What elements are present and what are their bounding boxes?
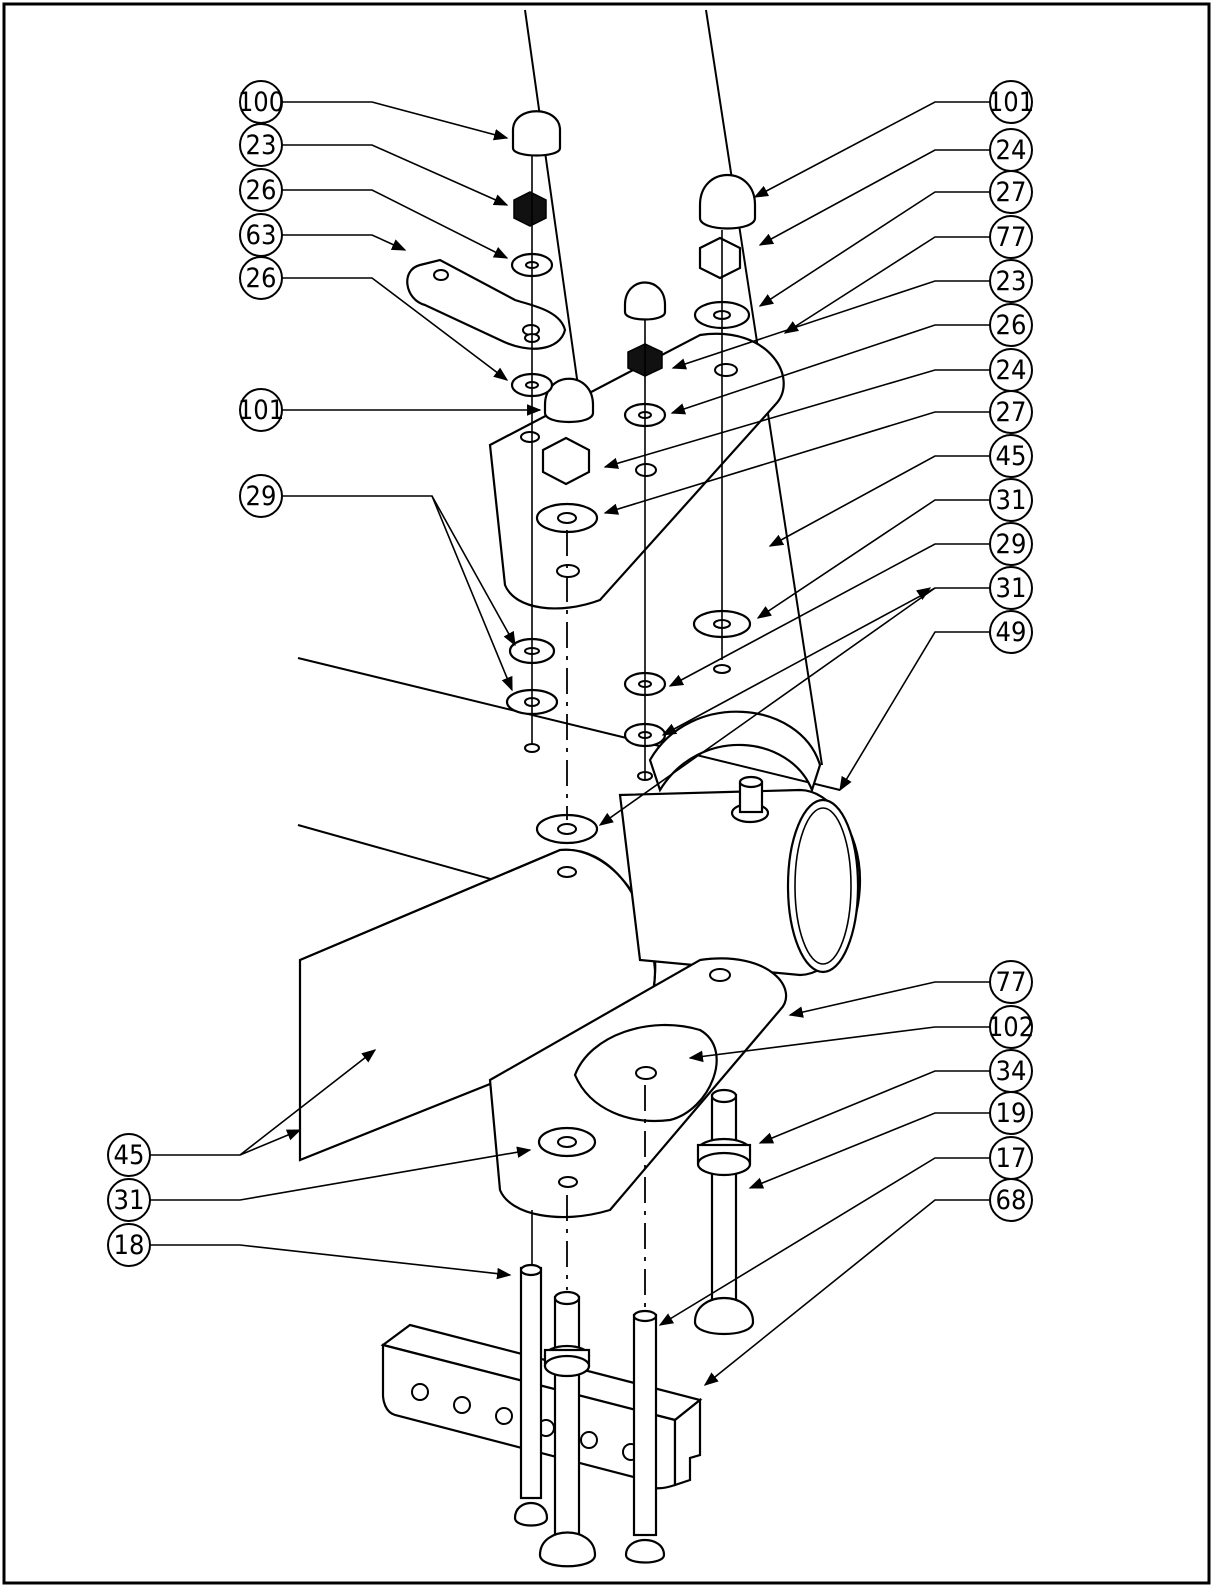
callout-label: 101 <box>988 87 1034 118</box>
callout-26: 26 <box>239 168 283 212</box>
callout-23: 23 <box>239 123 283 167</box>
callout-63: 63 <box>239 213 283 257</box>
callout-100: 100 <box>238 80 284 124</box>
callout-label: 26 <box>996 310 1027 341</box>
callout-label: 19 <box>996 1098 1027 1129</box>
callout-label: 29 <box>246 481 277 512</box>
leader-lines <box>150 101 990 1386</box>
callout-45: 45 <box>989 434 1033 478</box>
callout-label: 17 <box>996 1143 1027 1174</box>
callout-label: 23 <box>246 130 277 161</box>
callout-101: 101 <box>988 80 1034 124</box>
clamp-tube-49 <box>618 710 862 977</box>
callout-29: 29 <box>239 474 283 518</box>
callout-26: 26 <box>239 256 283 300</box>
acorn-nut-101-left <box>543 377 595 423</box>
bolt-19-with-spacer-34 <box>693 1088 755 1336</box>
center-lines <box>531 155 723 1310</box>
strap-63 <box>406 258 567 350</box>
callout-label: 31 <box>996 485 1027 516</box>
callout-26: 26 <box>989 303 1033 347</box>
callout-17: 17 <box>989 1136 1033 1180</box>
callout-label: 27 <box>996 397 1027 428</box>
callout-label: 63 <box>246 220 277 251</box>
bolt-17 <box>624 1309 666 1564</box>
callout-label: 49 <box>996 617 1027 648</box>
callout-45: 45 <box>107 1133 151 1177</box>
callout-24: 24 <box>989 128 1033 172</box>
callout-49: 49 <box>989 610 1033 654</box>
acorn-nut-small <box>623 281 667 321</box>
callout-label: 26 <box>246 175 277 206</box>
callout-label: 23 <box>996 266 1027 297</box>
callout-68: 68 <box>989 1178 1033 1222</box>
bolt-18 <box>513 1263 549 1527</box>
callout-19: 19 <box>989 1091 1033 1135</box>
hex-nut-24-left <box>541 436 591 486</box>
upper-bracket-plate <box>488 332 785 610</box>
callout-label: 26 <box>246 263 277 294</box>
callout-27: 27 <box>989 390 1033 434</box>
callout-label: 27 <box>996 177 1027 208</box>
acorn-nut-100 <box>511 110 562 157</box>
callout-31: 31 <box>989 566 1033 610</box>
mounting-holes <box>524 333 731 878</box>
callout-77: 77 <box>989 215 1033 259</box>
callout-label: 29 <box>996 529 1027 560</box>
callout-label: 18 <box>114 1230 145 1261</box>
callout-29: 29 <box>989 522 1033 566</box>
callout-label: 31 <box>996 573 1027 604</box>
callout-label: 77 <box>996 222 1027 253</box>
callout-label: 45 <box>996 441 1027 472</box>
callout-label: 101 <box>238 395 284 426</box>
callout-label: 100 <box>238 87 284 118</box>
hex-nut-24-right <box>698 236 742 280</box>
callout-31: 31 <box>107 1178 151 1222</box>
callout-23: 23 <box>989 259 1033 303</box>
callout-label: 102 <box>988 1012 1034 1043</box>
callout-24: 24 <box>989 348 1033 392</box>
callout-label: 45 <box>114 1140 145 1171</box>
callout-label: 24 <box>996 355 1027 386</box>
callout-label: 24 <box>996 135 1027 166</box>
acorn-nut-101-right <box>698 173 757 230</box>
callout-77: 77 <box>989 960 1033 1004</box>
callout-27: 27 <box>989 170 1033 214</box>
callout-label: 68 <box>996 1185 1027 1216</box>
callout-102: 102 <box>988 1005 1034 1049</box>
callout-101: 101 <box>238 388 284 432</box>
callout-34: 34 <box>989 1049 1033 1093</box>
callout-label: 77 <box>996 967 1027 998</box>
bolt-center <box>538 1290 597 1568</box>
callout-label: 34 <box>996 1056 1027 1087</box>
callout-label: 31 <box>114 1185 145 1216</box>
hex-nut-23-top <box>513 191 547 227</box>
callout-18: 18 <box>107 1223 151 1267</box>
callout-31: 31 <box>989 478 1033 522</box>
